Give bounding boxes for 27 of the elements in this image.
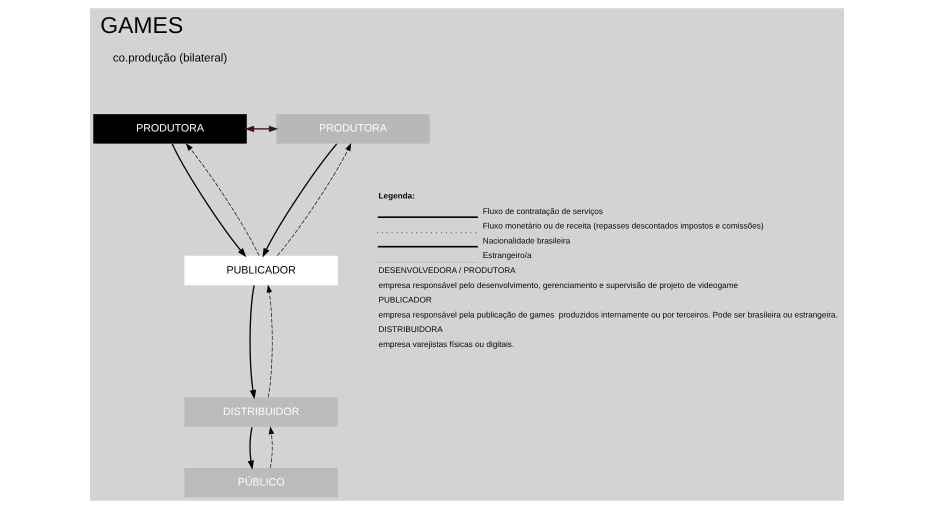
legend-label: Nacionalidade brasileira	[482, 236, 570, 246]
arrow	[244, 126, 278, 132]
node-box: PRODUTORA	[276, 114, 430, 144]
label: empresa varejistas físicas ou digitais.	[378, 340, 514, 349]
label: DISTRIBUIDORA	[378, 325, 442, 334]
legend-label: Fluxo monetário ou de receita (repasses descontados impostos e comissões)	[482, 222, 764, 231]
node-box: PÚBLICO	[184, 468, 338, 498]
arrow	[247, 427, 254, 470]
node-box: PRODUTORA	[92, 114, 246, 144]
arrow	[262, 144, 337, 258]
label: DESENVOLVEDORA / PRODUTORA	[378, 266, 516, 275]
arrow	[266, 284, 272, 398]
diagram-title: GAMES	[100, 12, 183, 38]
node-box: PUBLICADOR	[184, 256, 338, 286]
arrow	[276, 143, 351, 256]
arrow	[268, 426, 274, 468]
label: empresa responsável pelo desenvolvimento, gerenciamento e supervisão de projeto de videogame	[378, 280, 738, 290]
label: empresa responsável pela publicação de games produzidos internamente ou por terceiros. Pode ser brasileira ou estrangeira.	[378, 310, 838, 320]
label: Legenda:	[378, 191, 414, 200]
arrow	[171, 144, 246, 258]
legend-label: Fluxo de contratação de serviços	[482, 206, 602, 216]
legend-label: Estrangeiro/a	[482, 251, 532, 260]
label: PUBLICADOR	[378, 296, 432, 305]
arrow	[185, 143, 259, 256]
label: co.produção (bilateral)	[112, 52, 227, 64]
arrow	[248, 285, 256, 400]
node-box: DISTRIBUIDOR	[184, 397, 338, 427]
